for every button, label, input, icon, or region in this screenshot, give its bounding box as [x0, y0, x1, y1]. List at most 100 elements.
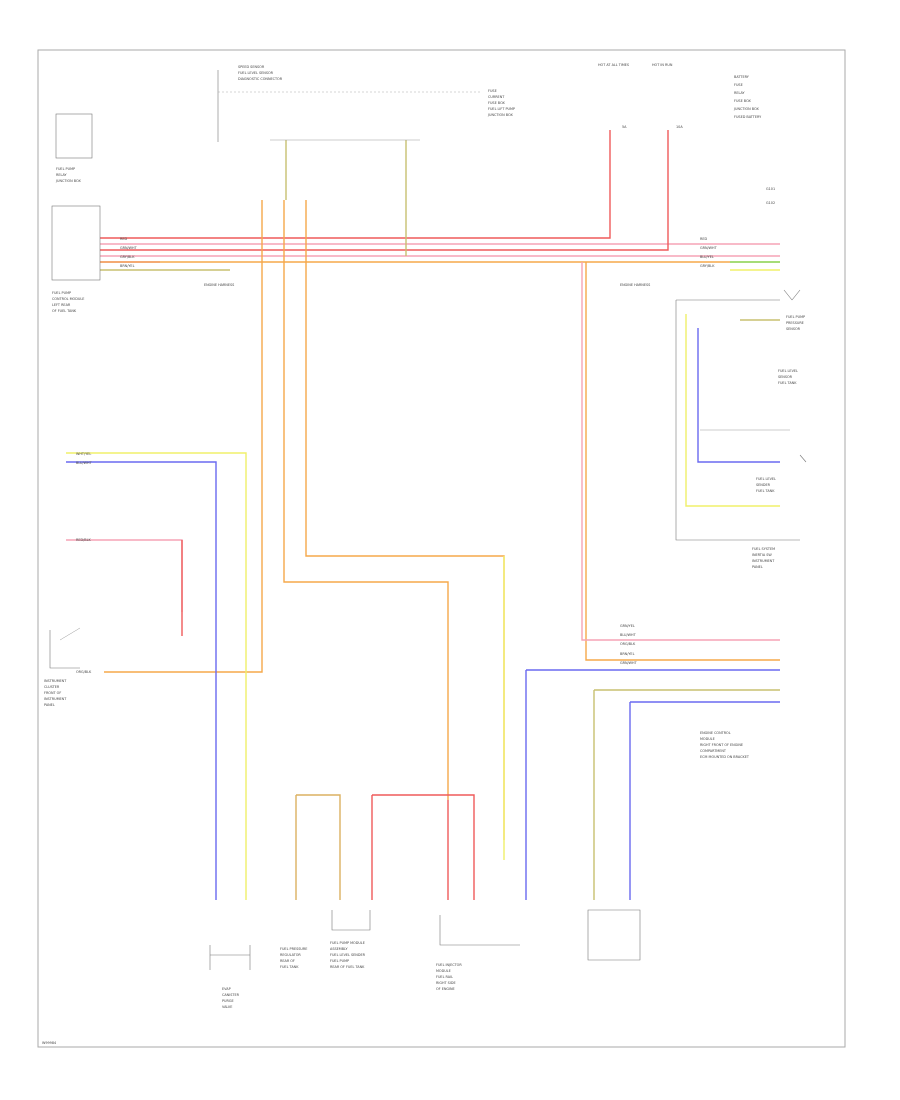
fim-2: FUEL RAIL: [436, 975, 453, 979]
fpma-4: REAR OF FUEL TANK: [330, 965, 365, 969]
wire-tan-loop: [295, 794, 341, 900]
fuse-group-3: FUEL LIFT PUMP: [488, 107, 515, 111]
pressure-sensor-2: SENSOR: [786, 327, 801, 331]
left-connector: [51, 205, 101, 281]
instrument-cluster-0: INSTRUMENT: [44, 679, 67, 683]
pressure-sensor-0: FUEL PUMP: [786, 315, 805, 319]
tr-note-3: FUSE BOX: [734, 99, 752, 103]
right-box-left: [675, 300, 800, 541]
wire-blue-bottom: [525, 669, 780, 900]
fpma-2: FUEL LEVEL SENDER: [330, 953, 366, 957]
wire-code-left-3: BRN/YEL: [120, 264, 135, 268]
fuel-pump-relay-1: RELAY: [56, 173, 68, 177]
tr-note-4: JUNCTION BOX: [733, 107, 759, 111]
wire-orange-left-long: [104, 200, 263, 673]
wire-red-loop: [371, 794, 475, 900]
fim-4: OF ENGINE: [436, 987, 455, 991]
wire-code-right-1: GRN/WHT: [700, 246, 718, 250]
components: [49, 70, 807, 970]
wire-pink-left: [66, 539, 183, 612]
instrument-cluster-2: FRONT OF: [44, 691, 61, 695]
hot-at-all-times: HOT AT ALL TIMES: [598, 63, 629, 67]
fuel-pump-relay-2: JUNCTION BOX: [55, 179, 81, 183]
tr-note-2: RELAY: [734, 91, 746, 95]
top-module-label-2: DIAGNOSTIC CONNECTOR: [238, 77, 283, 81]
wire-blue-right-sensor: [697, 328, 780, 463]
tr-note-1: FUSE: [734, 83, 743, 87]
fpr-1: REGULATOR: [280, 953, 301, 957]
wire-yellow-left: [66, 452, 247, 900]
fpr-0: FUEL PRESSURE: [280, 947, 307, 951]
wire-code-left-1: GRN/WHT: [120, 246, 138, 250]
wire-right-lower-4: GRN/WHT: [620, 661, 638, 665]
wire-code-left-0: RED: [120, 237, 127, 241]
instrument-cluster-3: INSTRUMENT: [44, 697, 67, 701]
wire-code-right-2: BLU/YEL: [700, 255, 714, 259]
fim-3: RIGHT SIDE: [436, 981, 456, 985]
fuel-level-sender-2: FUEL TANK: [756, 489, 775, 493]
tr-note-5: FUSED BATTERY: [734, 115, 762, 119]
engine-harness-left: ENGINE HARNESS: [204, 283, 234, 287]
fuel-level-sender-1: SENDER: [756, 483, 771, 487]
fuse-group-1: CURRENT: [488, 95, 505, 99]
wires: [66, 130, 780, 900]
fpcm-1: CONTROL MODULE: [52, 297, 84, 301]
bottom-component-3: [331, 910, 371, 931]
fuel-tank-level-1: SENSOR: [778, 375, 793, 379]
wire-code-left-2: GRY/BLK: [120, 255, 135, 259]
bottom-component-1: [209, 945, 251, 970]
fuse-tr-1: 10A: [676, 125, 683, 129]
labels-layer: SPEED SENSOR FUEL LEVEL SENSOR DIAGNOSTI…: [42, 63, 805, 1045]
fuel-pump-relay-0: FUEL PUMP: [56, 167, 75, 171]
wire-blue-bottom-2: [629, 701, 780, 900]
fim-1: MODULE: [436, 969, 451, 973]
wire-orange-mid: [283, 200, 449, 800]
ground-symbol-2: [799, 454, 807, 463]
instrument-cluster-1: CLUSTER: [44, 685, 60, 689]
wire-olive-bottom: [593, 689, 780, 900]
left-side-comp-2: INSTRUMENT: [752, 559, 775, 563]
fuse-tr-0: 5A: [622, 125, 627, 129]
ground-symbol-1: [783, 289, 801, 301]
fpr-2: REAR OF: [280, 959, 295, 963]
fpr-3: FUEL TANK: [280, 965, 299, 969]
fpcm-3: OF FUEL TANK: [52, 309, 77, 313]
fim-0: FUEL INJECTOR: [436, 963, 462, 967]
ecm-0: ENGINE CONTROL: [700, 731, 731, 735]
ecm-4: ECM MOUNTED ON BRACKET: [700, 755, 750, 759]
fpcm-0: FUEL PUMP: [52, 291, 71, 295]
wire-blue-left: [66, 461, 217, 900]
left-lower-component: [49, 630, 80, 669]
footer-code: W99984: [42, 1041, 56, 1045]
wire-left-lower-1: BLU/WHT: [76, 461, 93, 465]
top-module-label-1: FUEL LEVEL SENSOR: [238, 71, 274, 75]
hot-in-run: HOT IN RUN: [652, 63, 673, 67]
evap-canister-0: EVAP: [222, 987, 231, 991]
wire-code-right-0: RED: [700, 237, 707, 241]
wire-code-right-3: GRY/BLK: [700, 264, 715, 268]
fuel-tank-level-2: FUEL TANK: [778, 381, 797, 385]
top-left-sensor: [55, 113, 93, 159]
fuel-level-sender-0: FUEL LEVEL: [756, 477, 776, 481]
fuse-group-2: FUSE BOX: [488, 101, 506, 105]
bottom-component-5: [587, 909, 641, 961]
instrument-cluster-4: PANEL: [44, 703, 55, 707]
fpma-1: ASSEMBLY: [330, 947, 348, 951]
wire-right-lower-2: ORG/BLK: [620, 642, 636, 646]
wire-right-lower-1: BLU/WHT: [620, 633, 637, 637]
tr-note-0: BATTERY: [734, 75, 750, 79]
wire-right-lower-3: BRN/YEL: [620, 652, 635, 656]
fuse-group-0: FUSE: [488, 89, 497, 93]
evap-canister-2: PURGE: [222, 999, 234, 1003]
wire-red-run: [100, 130, 669, 251]
wire-right-lower-0: GRN/YEL: [620, 624, 635, 628]
bottom-component-4: [439, 915, 520, 946]
legend-ground-1: G102: [766, 201, 775, 205]
left-lower-switch: [59, 627, 81, 641]
fpma-0: FUEL PUMP MODULE: [330, 941, 365, 945]
wire-pink-right: [581, 262, 780, 641]
wire-orange-to-yellow: [305, 200, 505, 840]
ecm-1: MODULE: [700, 737, 715, 741]
wire-red-main: [100, 130, 611, 239]
